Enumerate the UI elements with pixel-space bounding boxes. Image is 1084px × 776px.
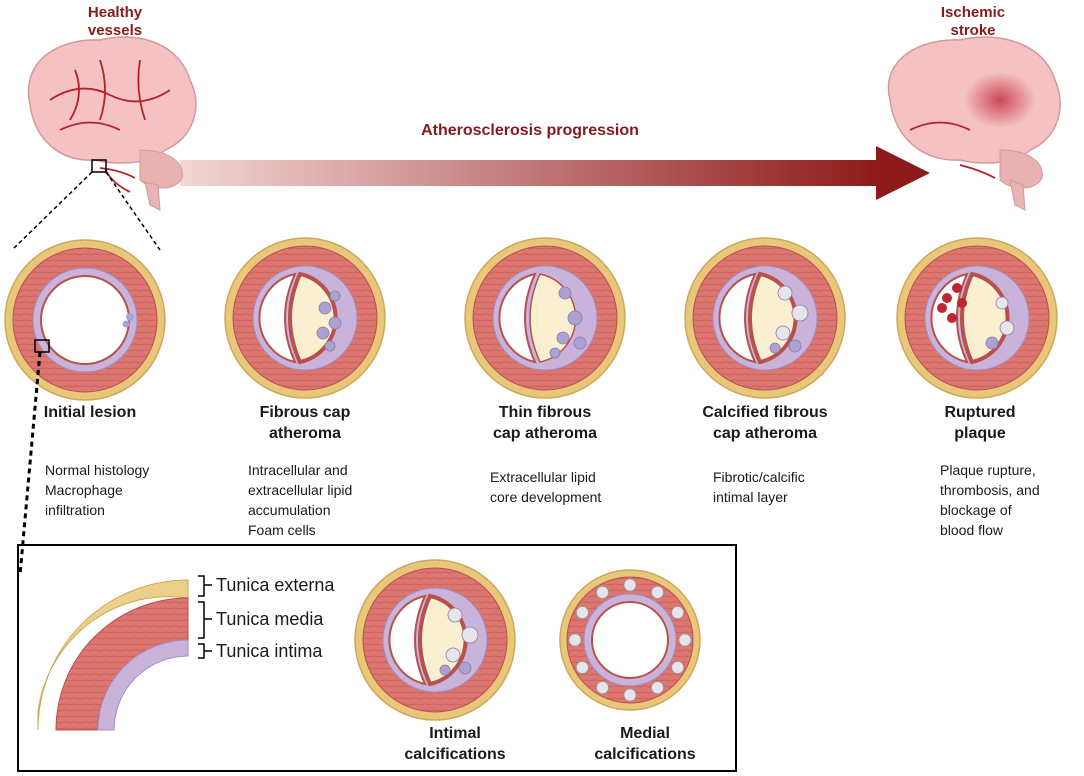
stage-desc-initial-lesion: Normal histology Macrophage infiltration [45, 462, 150, 518]
stage-desc-fibrous-cap: Intracellular and extracellular lipid ac… [248, 462, 353, 538]
stage-desc-ruptured: Plaque rupture, thrombosis, and blockage… [940, 462, 1040, 538]
progression-label: Atherosclerosis progression [421, 122, 639, 139]
stage-title-fibrous-cap: Fibrous cap atheroma [259, 404, 351, 442]
calc-title-medial: Medial calcifications [594, 725, 696, 763]
stage-desc-thin-fibrous-cap: Extracellular lipid core development [490, 469, 602, 505]
ischemic-brain-illustration [887, 36, 1061, 211]
progression-arrow [180, 146, 930, 200]
calcification-nodule [651, 681, 664, 695]
calcification-nodule [671, 661, 685, 674]
vessel-fibrous-cap [224, 237, 386, 399]
calcification-nodule [623, 578, 637, 592]
layer-label-externa: Tunica externa [216, 575, 335, 595]
stage-desc-calcified: Fibrotic/calcific intimal layer [713, 469, 805, 505]
zoom-line-inset [18, 351, 42, 576]
calc-title-intimal: Intimal calcifications [404, 725, 506, 763]
vessel-ruptured [896, 237, 1058, 399]
layer-label-intima: Tunica intima [216, 641, 323, 661]
calcification-nodule [596, 681, 609, 695]
inset-frame [17, 544, 737, 772]
vessel-initial-lesion [4, 239, 166, 401]
zoom-line-right [105, 171, 161, 251]
stage-title-calcified: Calcified fibrous cap atheroma [702, 404, 828, 442]
healthy-vessels-label: Healthy vessels [87, 4, 143, 39]
layer-label-media: Tunica media [216, 609, 324, 629]
vessel-calcified [684, 237, 846, 399]
calcification-nodule [678, 633, 692, 647]
stage-title-ruptured: Ruptured plaque [944, 404, 1016, 442]
ischemic-stroke-label: Ischemic stroke [940, 4, 1006, 39]
calcification-nodule [575, 606, 589, 619]
vessel-thin-fibrous-cap [464, 237, 626, 399]
calcification-nodule [575, 661, 589, 674]
calcification-nodule [623, 688, 637, 702]
calcification-nodule [596, 585, 609, 599]
zoom-box-vessel [34, 339, 50, 353]
calcification-nodule [651, 585, 664, 599]
stage-title-initial-lesion: Initial lesion [43, 404, 137, 421]
zoom-box-brain [91, 159, 107, 173]
vessel-intimal-calcifications [354, 559, 516, 721]
calcification-nodule [671, 606, 685, 619]
calcification-nodule [568, 633, 582, 647]
zoom-line-left [11, 171, 93, 251]
stage-title-thin-fibrous-cap: Thin fibrous cap atheroma [492, 404, 598, 442]
vessel-medial-calcifications [559, 569, 701, 711]
vessel-wall-layers-illustration [37, 579, 189, 731]
healthy-brain-illustration [27, 36, 197, 211]
